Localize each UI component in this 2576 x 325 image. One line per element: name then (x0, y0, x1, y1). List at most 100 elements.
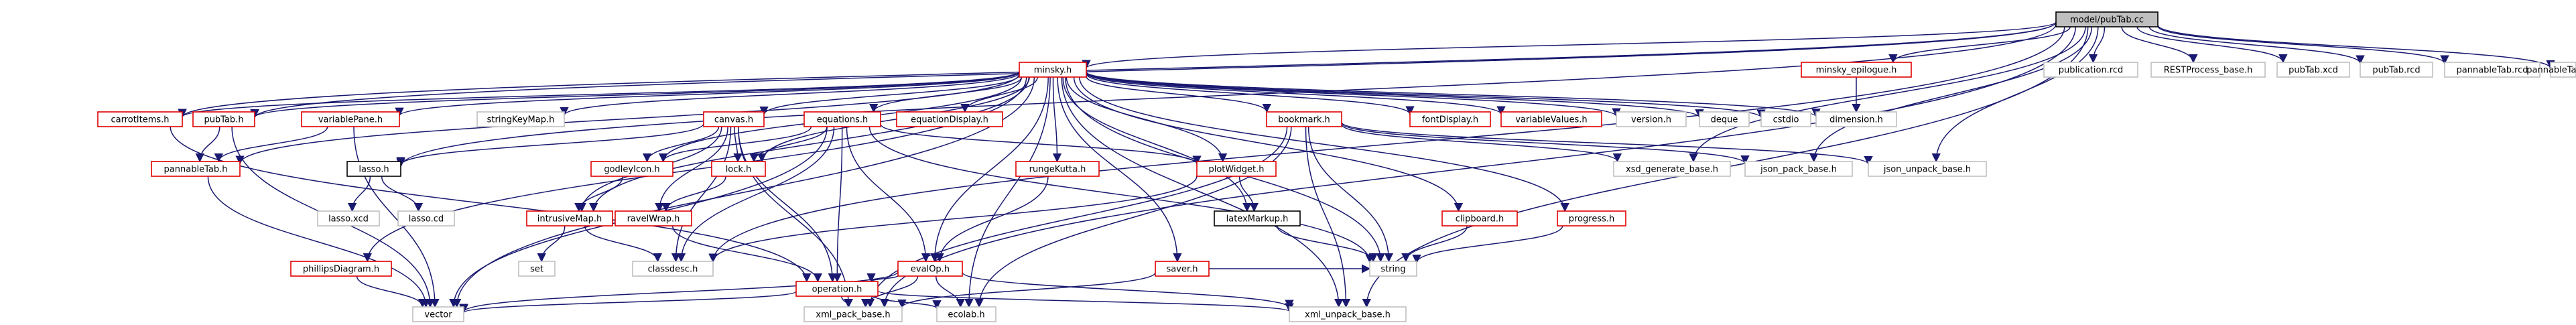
edge-operation-to-xml_pack (841, 296, 853, 308)
edge-operation-to-xml_unpack (877, 290, 1294, 313)
node-label: publication.rcd (2059, 66, 2124, 76)
node-label: json_unpack_base.h (1883, 165, 1971, 175)
edge-minsky-to-clipboard (1073, 76, 1464, 212)
node-set: set (518, 261, 556, 277)
edge-minsky-to-latexmarkup (1062, 76, 1252, 212)
node-box (897, 261, 963, 277)
node-label: pubTab.rcd (2372, 66, 2420, 76)
node-cstdio: cstdio (1760, 111, 1811, 127)
edge-minsky-to-canvas (759, 74, 1020, 116)
edge-bookmark-to-xml_pack (865, 126, 1288, 308)
node-root[interactable]: model/pubTab.cc (2055, 11, 2159, 27)
node-box (1155, 261, 1210, 277)
node-rungekutta[interactable]: rungeKutta.h (1015, 161, 1100, 177)
node-minsky_epilogue[interactable]: minsky_epilogue.h (1801, 62, 1912, 78)
node-intrusivemap[interactable]: intrusiveMap.h (526, 210, 613, 226)
node-label: variablePane.h (318, 115, 383, 125)
node-lock[interactable]: lock.h (711, 161, 766, 177)
edge-rungekutta-to-evalop (935, 176, 1049, 263)
node-label: minsky.h (1034, 66, 1072, 76)
edge-latexmarkup-to-string (1277, 225, 1378, 263)
node-dimension: dimension.h (1815, 111, 1897, 127)
node-label: plotWidget.h (1208, 165, 1264, 175)
edge-bookmark-to-xsd_generate (1341, 124, 1622, 163)
node-box (1289, 306, 1407, 322)
edge-operation-to-vector (459, 291, 797, 314)
edge-minsky-to-stringkeymap (560, 72, 1020, 117)
edge-phillips-to-vector (356, 275, 428, 308)
node-box (1266, 111, 1342, 127)
node-operation[interactable]: operation.h (795, 281, 879, 297)
node-bookmark[interactable]: bookmark.h (1266, 111, 1342, 127)
edge-progress-to-string (1412, 225, 1563, 264)
node-phillips[interactable]: phillipsDiagram.h (290, 261, 392, 277)
node-saver[interactable]: saver.h (1155, 261, 1210, 277)
node-canvas[interactable]: canvas.h (703, 111, 765, 127)
node-label: pannableTab.xcd (2526, 66, 2576, 76)
edge-canvas-to-lasso (396, 123, 704, 166)
edge-variablepane-to-vector (353, 126, 440, 308)
edge-equations-to-string (868, 126, 1374, 263)
node-pubtab_h[interactable]: pubTab.h (192, 111, 255, 127)
edge-plotwidget-to-classdesc (708, 176, 1198, 263)
node-box (1613, 161, 1731, 177)
node-equationdisplay[interactable]: equationDisplay.h (896, 111, 1003, 127)
node-minsky[interactable]: minsky.h (1019, 62, 1087, 78)
node-ravelwrap[interactable]: ravelWrap.h (615, 210, 692, 226)
node-pannabletab_rcd: pannableTab.rcd (2444, 62, 2540, 78)
node-box (1760, 111, 1811, 127)
node-label: clipboard.h (1456, 214, 1504, 224)
node-deque: deque (1699, 111, 1750, 127)
edge-equations-to-godleyicon (659, 126, 812, 163)
edge-equations-to-lock (749, 126, 828, 163)
node-lasso_xcd: lasso.xcd (317, 210, 380, 226)
node-plotwidget[interactable]: plotWidget.h (1196, 161, 1277, 177)
edge-clipboard-to-string (1401, 225, 1468, 263)
node-label: deque (1711, 115, 1738, 125)
edge-root-to-pubtab_h (250, 21, 2057, 119)
edge-minsky-to-dimension (1086, 71, 1821, 118)
node-progress[interactable]: progress.h (1557, 210, 1626, 226)
node-variablepane[interactable]: variablePane.h (301, 111, 400, 127)
node-clipboard[interactable]: clipboard.h (1441, 210, 1518, 226)
edge-bookmark-to-json_unpack (1341, 121, 1873, 166)
node-box (2444, 62, 2540, 78)
node-box (2550, 62, 2576, 78)
node-label: minsky_epilogue.h (1816, 66, 1897, 76)
node-variablevalues[interactable]: variableValues.h (1500, 111, 1602, 127)
node-label: intrusiveMap.h (537, 214, 602, 224)
node-box (412, 306, 464, 322)
edge-root-to-xsd_generate (1689, 26, 2086, 163)
node-evalop[interactable]: evalOp.h (897, 261, 963, 277)
edge-canvas-to-ravelwrap (655, 126, 728, 212)
node-box (2276, 62, 2350, 78)
node-label: model/pubTab.cc (2070, 15, 2144, 25)
node-label: fontDisplay.h (1422, 115, 1478, 125)
node-box (1409, 111, 1491, 127)
edge-root-to-publication_rcd (2088, 26, 2106, 64)
node-box (97, 111, 183, 127)
header-nodes: model/pubTab.cc minsky.h minsky_epilogue.h… (97, 11, 2576, 322)
node-pannabletab_h[interactable]: pannableTab.h (151, 161, 241, 177)
node-box (1015, 161, 1100, 177)
node-label: xml_pack_base.h (816, 310, 890, 320)
node-carrotitems[interactable]: carrotItems.h (97, 111, 183, 127)
node-label: pannableTab.h (164, 165, 228, 175)
edge-bookmark-to-ecolab (974, 126, 1292, 308)
edge-operation-to-ecolab (874, 296, 942, 310)
node-fontdisplay[interactable]: fontDisplay.h (1409, 111, 1491, 127)
edge-root-to-lasso (396, 23, 2057, 168)
node-box (1214, 210, 1301, 226)
node-box (2150, 62, 2266, 78)
node-lasso: lasso.h (346, 161, 401, 177)
node-box (397, 210, 455, 226)
node-godleyicon[interactable]: godleyIcon.h (590, 161, 673, 177)
edge-equations-to-operation (832, 126, 843, 283)
node-box (151, 161, 241, 177)
edge-bookmark-to-string (1307, 126, 1394, 263)
node-equations[interactable]: equations.h (803, 111, 881, 127)
edge-minsky-to-rungekutta (1052, 76, 1062, 163)
node-label: xsd_generate_base.h (1626, 165, 1718, 175)
edge-root-to-json_unpack (1931, 26, 2099, 163)
